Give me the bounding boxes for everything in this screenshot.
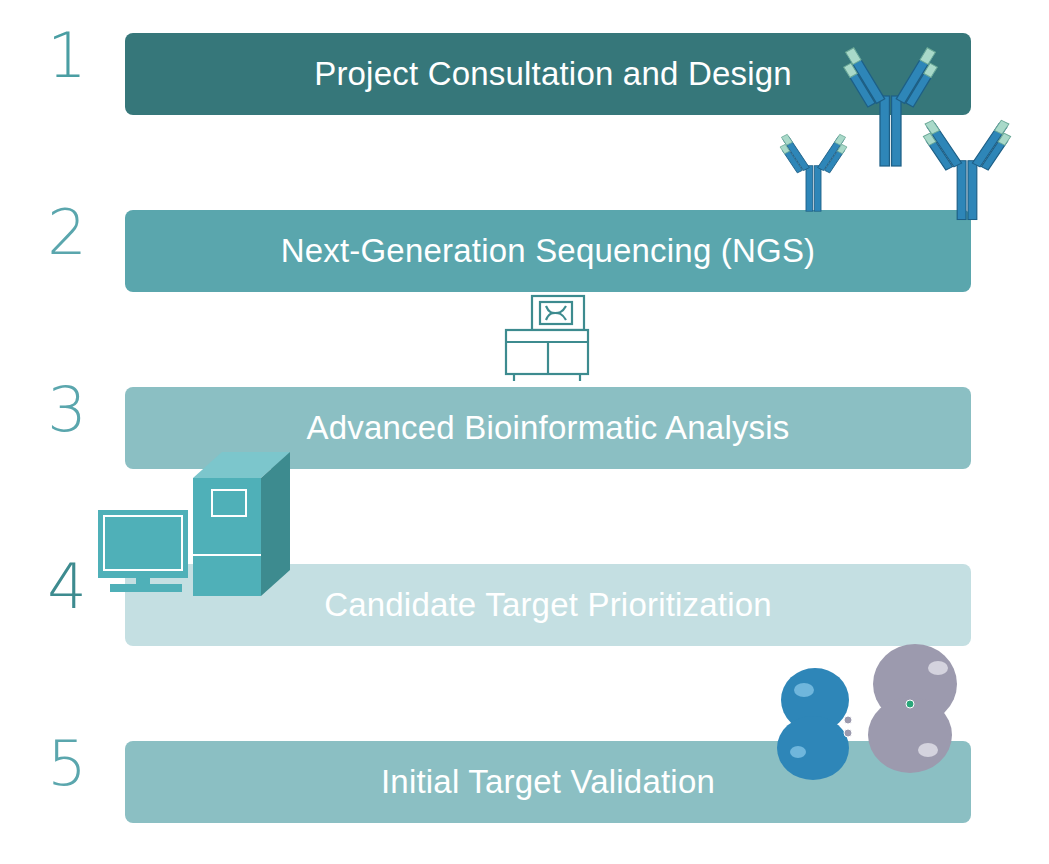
step-number: 3 bbox=[27, 379, 107, 441]
step-number: 4 bbox=[27, 556, 107, 618]
step-band: 1Project Consultation and Design bbox=[125, 33, 971, 115]
step-label: Candidate Target Prioritization bbox=[324, 586, 772, 624]
sequencer-icon bbox=[506, 296, 588, 381]
step-label: Project Consultation and Design bbox=[314, 55, 792, 93]
step-band: 2Next-Generation Sequencing (NGS) bbox=[125, 210, 971, 292]
cell-illustration bbox=[777, 644, 957, 780]
step-number: 1 bbox=[27, 25, 107, 87]
step-label: Initial Target Validation bbox=[381, 763, 715, 801]
step-number: 5 bbox=[27, 733, 107, 795]
step-label: Next-Generation Sequencing (NGS) bbox=[281, 232, 816, 270]
step-number: 2 bbox=[27, 202, 107, 264]
antibody-icon bbox=[776, 134, 852, 211]
antibody-icon bbox=[917, 120, 1016, 219]
step-label: Advanced Bioinformatic Analysis bbox=[306, 409, 789, 447]
antibody-icon bbox=[837, 48, 943, 166]
computer-icon bbox=[98, 452, 290, 596]
